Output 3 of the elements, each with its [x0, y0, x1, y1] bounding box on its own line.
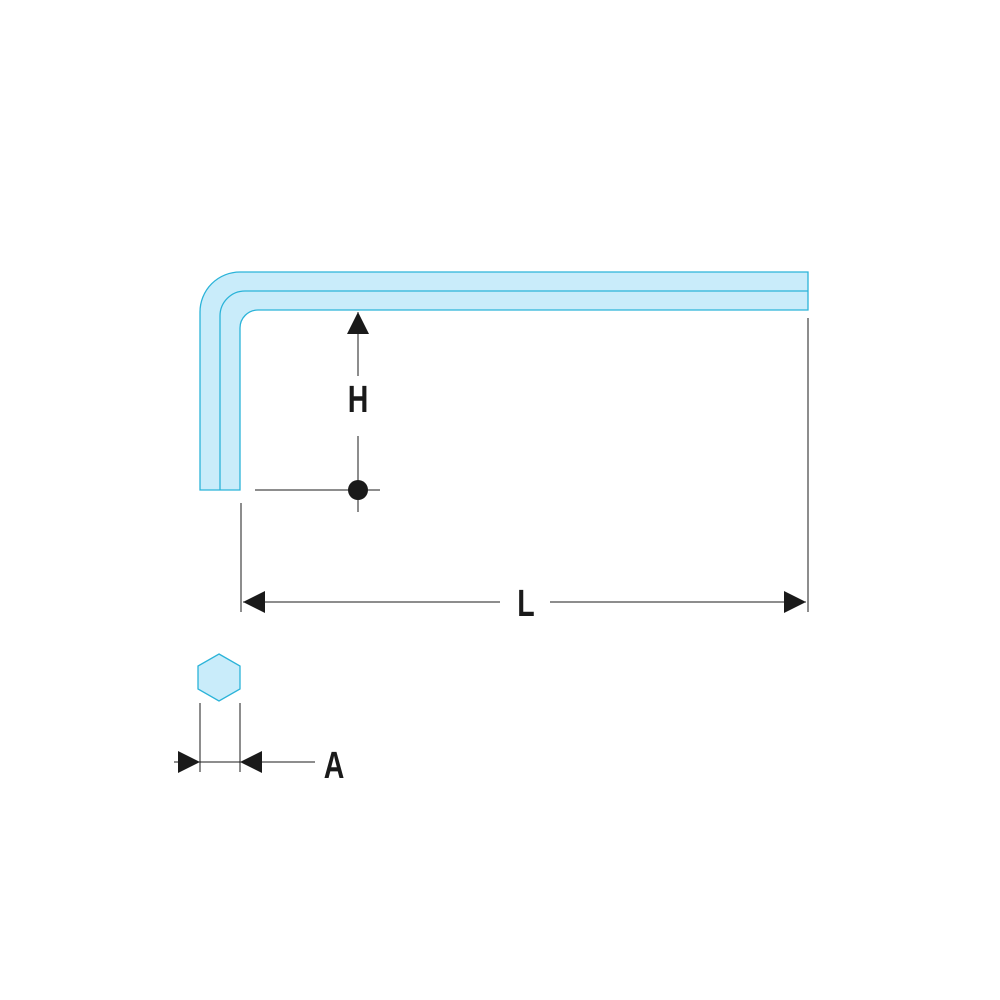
dimension-label: L — [517, 585, 535, 623]
dimension-label: A — [324, 747, 344, 785]
dimension-label: H — [348, 381, 368, 419]
